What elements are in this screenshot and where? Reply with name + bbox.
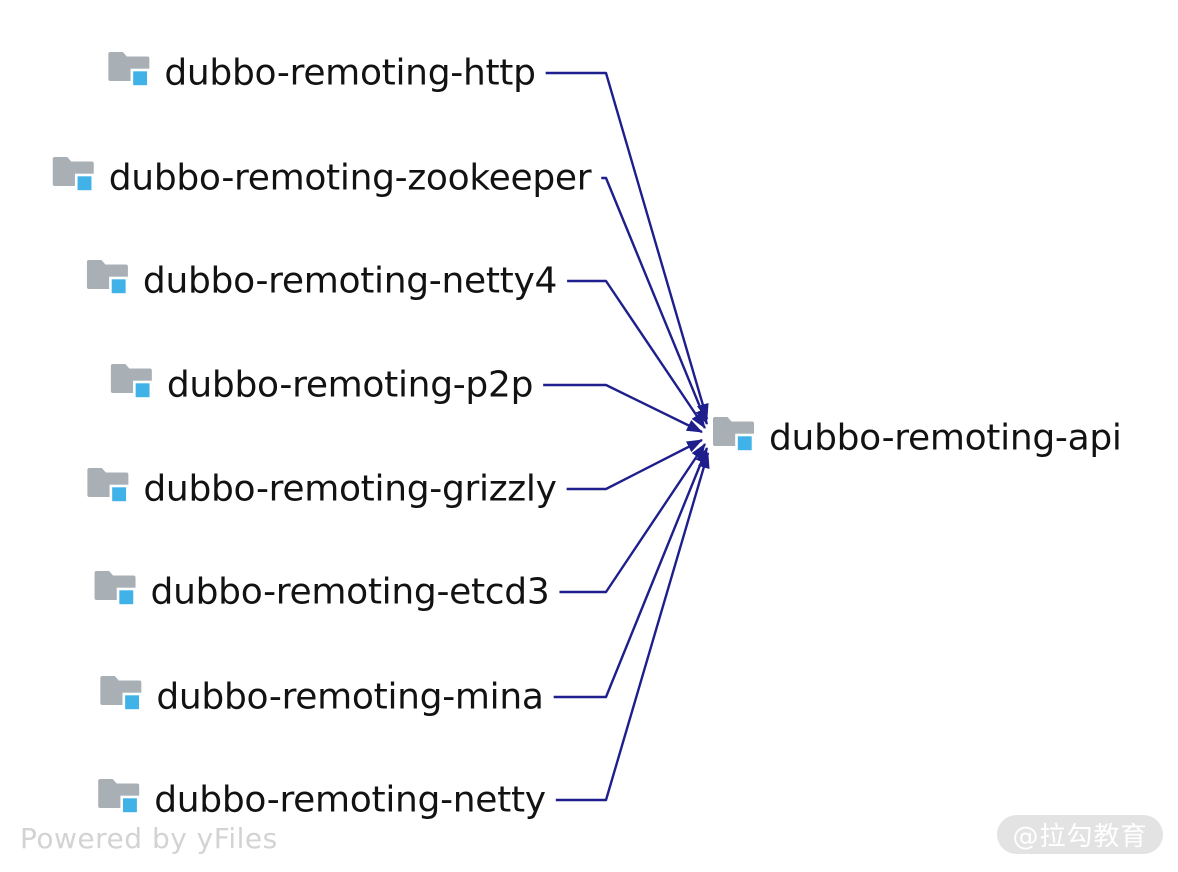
node-dubbo-remoting-api[interactable]: dubbo-remoting-api — [711, 416, 1122, 461]
node-label: dubbo-remoting-mina — [156, 676, 544, 718]
node-label: dubbo-remoting-p2p — [166, 364, 534, 406]
dependency-edge-netty-to-api — [555, 452, 710, 802]
node-dubbo-remoting-netty[interactable]: dubbo-remoting-netty — [96, 778, 546, 823]
node-dubbo-remoting-http[interactable]: dubbo-remoting-http — [106, 48, 536, 96]
dependency-edge-etcd3-to-api — [559, 443, 706, 594]
lagou-badge: @拉勾教育 — [997, 815, 1163, 854]
node-dubbo-remoting-netty4[interactable]: dubbo-remoting-netty4 — [85, 259, 557, 304]
node-label: dubbo-remoting-netty — [154, 779, 546, 821]
node-dubbo-remoting-p2p[interactable]: dubbo-remoting-p2p — [109, 363, 533, 408]
node-dubbo-remoting-mina[interactable]: dubbo-remoting-mina — [98, 672, 544, 720]
dependency-edge-zookeeper-to-api — [601, 176, 709, 425]
dependency-edge-grizzly-to-api — [566, 438, 703, 491]
badge-text: @拉勾教育 — [1012, 822, 1148, 852]
node-dubbo-remoting-zookeeper[interactable]: dubbo-remoting-zookeeper — [51, 156, 592, 201]
folder-icon — [98, 672, 143, 717]
folder-icon — [85, 256, 130, 301]
folder-icon — [711, 413, 756, 458]
node-label: dubbo-remoting-netty4 — [142, 260, 558, 302]
node-dubbo-remoting-etcd3[interactable]: dubbo-remoting-etcd3 — [93, 570, 550, 615]
node-label: dubbo-remoting-api — [769, 417, 1122, 459]
dependency-edge-http-to-api — [545, 71, 709, 420]
dependency-edge-mina-to-api — [553, 447, 709, 699]
dependency-edge-netty4-to-api — [567, 279, 706, 429]
node-label: dubbo-remoting-grizzly — [143, 468, 557, 510]
folder-icon — [106, 48, 151, 93]
folder-icon — [96, 775, 141, 820]
folder-icon — [93, 567, 138, 612]
node-label: dubbo-remoting-http — [164, 52, 536, 94]
yfiles-watermark: Powered by yFiles — [20, 822, 278, 855]
folder-icon — [109, 360, 154, 405]
folder-icon — [51, 153, 96, 198]
dependency-edge-p2p-to-api — [543, 383, 703, 434]
node-label: dubbo-remoting-zookeeper — [108, 157, 592, 199]
node-label: dubbo-remoting-etcd3 — [150, 571, 550, 613]
folder-icon — [85, 464, 130, 509]
node-dubbo-remoting-grizzly[interactable]: dubbo-remoting-grizzly — [85, 464, 557, 512]
